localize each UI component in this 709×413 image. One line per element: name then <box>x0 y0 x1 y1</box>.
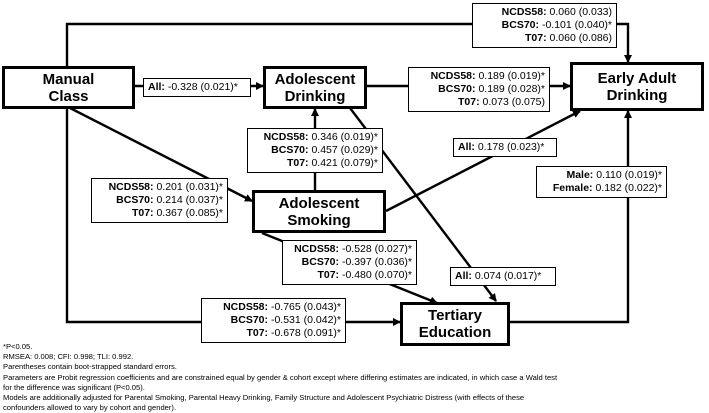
coef-key: T07: <box>246 327 269 339</box>
coef-value: 0.189 (0.028)* <box>475 83 545 95</box>
coef-key: BCS70: <box>116 194 154 206</box>
coef-value: 0.110 (0.019)* <box>593 169 662 181</box>
coef-key: All: <box>458 141 475 153</box>
node-label-line: Tertiary <box>428 307 482 324</box>
coef-smoking-to-adol-drinking: NCDS58: 0.346 (0.019)* BCS70: 0.457 (0.0… <box>247 128 383 173</box>
coef-value: 0.073 (0.075) <box>479 96 545 108</box>
coef-key: NCDS58: <box>108 181 154 193</box>
coef-key: Female: <box>552 182 593 194</box>
coef-value: -0.678 (0.091)* <box>268 327 341 339</box>
node-label-line: Drinking <box>606 86 668 104</box>
coef-key: BCS70: <box>271 144 309 156</box>
coef-value: 0.182 (0.022)* <box>592 182 662 194</box>
footnotes: *P<0.05. RMSEA: 0.008; CFI: 0.998; TLI: … <box>3 342 703 413</box>
coef-key: BCS70: <box>438 83 476 95</box>
node-label-line: Adolescent <box>274 70 356 88</box>
footnote-line: *P<0.05. <box>3 342 33 351</box>
coef-value: 0.421 (0.079)* <box>308 157 378 169</box>
coef-value: -0.397 (0.036)* <box>339 256 412 268</box>
coef-key: BCS70: <box>501 19 540 31</box>
coef-adol-drinking-to-education: All: 0.074 (0.017)* <box>450 267 556 286</box>
coef-key: T07: <box>131 207 154 219</box>
coef-key: BCS70: <box>301 256 340 268</box>
footnote-line: confounders allowed to vary by cohort an… <box>3 403 177 413</box>
coef-key: BCS70: <box>230 314 269 326</box>
coef-manual-to-education: NCDS58: -0.765 (0.043)* BCS70: -0.531 (0… <box>201 298 346 343</box>
node-label-line: Early Adult <box>597 69 677 87</box>
coef-value: 0.189 (0.019)* <box>475 70 545 82</box>
coef-key: Male: <box>566 169 594 181</box>
coef-value: 0.457 (0.029)* <box>308 144 378 156</box>
coef-value: 0.201 (0.031)* <box>153 181 223 193</box>
coef-value: 0.074 (0.017)* <box>471 270 542 282</box>
coef-value: 0.214 (0.037)* <box>153 194 223 206</box>
coef-value: 0.178 (0.023)* <box>474 141 545 153</box>
node-label-line: Class <box>48 87 89 105</box>
coef-value: -0.531 (0.042)* <box>268 314 341 326</box>
coef-value: 0.367 (0.085)* <box>153 207 223 219</box>
node-label-line: Manual <box>42 70 95 88</box>
coef-value: -0.480 (0.070)* <box>339 269 412 281</box>
coef-key: NCDS58: <box>263 131 309 143</box>
coef-key: NCDS58: <box>501 6 547 18</box>
coef-key: All: <box>148 81 165 93</box>
coef-manual-to-adol-drinking: All: -0.328 (0.021)* <box>143 78 251 97</box>
coef-value: -0.101 (0.040)* <box>539 19 612 31</box>
coef-value: -0.328 (0.021)* <box>164 81 238 93</box>
coef-smoking-to-early-adult: All: 0.178 (0.023)* <box>453 138 557 157</box>
coef-key: T07: <box>525 32 547 44</box>
footnote-line: Parentheses contain boot-strapped standa… <box>3 362 177 372</box>
coef-key: NCDS58: <box>430 70 476 82</box>
node-label-line: Drinking <box>284 87 346 105</box>
footnote-line: Parameters are Probit regression coeffic… <box>3 372 558 382</box>
coef-smoking-to-education: NCDS58: -0.528 (0.027)* BCS70: -0.397 (0… <box>282 240 417 285</box>
footnote-line: RMSEA: 0.008; CFI: 0.998; TLI: 0.992. <box>3 352 134 362</box>
node-label-line: Education <box>418 324 492 341</box>
arrow-manual-to-early-adult <box>65 22 632 67</box>
coef-value: 0.060 (0.086) <box>546 32 612 44</box>
coef-education-to-early-adult: Male: 0.110 (0.019)* Female: 0.182 (0.02… <box>536 166 667 198</box>
coef-manual-to-early-adult: NCDS58: 0.060 (0.033) BCS70: -0.101 (0.0… <box>472 3 617 48</box>
coef-value: 0.060 (0.033) <box>546 6 612 18</box>
coef-value: -0.765 (0.043)* <box>268 301 341 313</box>
coef-adol-drinking-to-early-adult: NCDS58: 0.189 (0.019)* BCS70: 0.189 (0.0… <box>408 67 550 112</box>
coef-key: T07: <box>458 96 480 108</box>
coef-manual-to-smoking: NCDS58: 0.201 (0.031)* BCS70: 0.214 (0.0… <box>91 178 228 223</box>
arrow-smoking-to-early-adult <box>385 109 581 213</box>
footnote-line: Models are additionally adjusted for Par… <box>3 393 525 403</box>
coef-key: T07: <box>286 157 309 169</box>
coef-value: -0.528 (0.027)* <box>339 243 412 255</box>
coef-key: T07: <box>317 269 340 281</box>
node-label-line: Adolescent <box>278 194 360 212</box>
coef-value: 0.346 (0.019)* <box>308 131 378 143</box>
coef-key: NCDS58: <box>223 301 269 313</box>
coef-key: All: <box>455 270 472 282</box>
footnote-line: for the difference was significant (P<0.… <box>3 382 145 392</box>
node-label-line: Smoking <box>287 211 351 229</box>
coef-key: NCDS58: <box>294 243 340 255</box>
